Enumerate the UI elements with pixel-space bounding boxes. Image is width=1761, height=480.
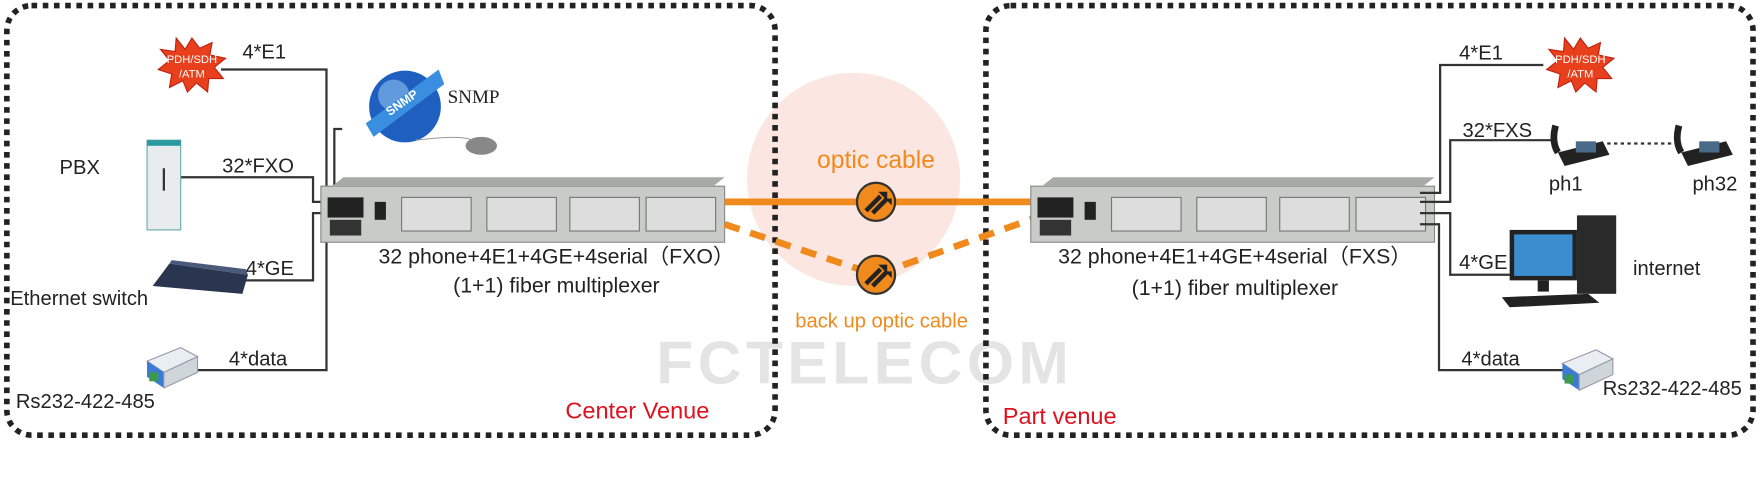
serial-label: Rs232-422-485 [16,391,155,413]
snmp-label: SNMP [448,87,500,108]
part-fxs-wire [1419,139,1555,203]
backup-optic-cable-line [723,215,1035,279]
part-data-wire [1419,223,1566,372]
ge-label: 4*GE [246,258,294,280]
watermark-logo [747,72,961,286]
part-mux-caption-2: (1+1) fiber multiplexer [1132,276,1339,300]
snmp-globe-icon: SNMP [365,69,497,155]
fxo-wire [180,176,340,203]
svg-text:/ATM: /ATM [1567,68,1593,80]
snmp-wire [333,127,343,188]
svg-text:PDH/SDH: PDH/SDH [1555,54,1605,66]
ethernet-switch-label: Ethernet switch [10,288,148,310]
part-ge-wire [1419,211,1516,276]
fxo-label: 32*FXO [222,156,294,178]
ph32-label: ph32 [1692,174,1737,196]
part-venue-label: Part venue [1003,403,1117,429]
center-mux-caption-1: 32 phone+4E1+4GE+4serial（FXO） [379,245,735,269]
internet-label: internet [1633,258,1701,280]
pbx-label: PBX [60,157,101,179]
computer-icon [1501,215,1617,308]
part-serial-label: Rs232-422-485 [1603,378,1742,400]
part-mux-caption-1: 32 phone+4E1+4GE+4serial（FXS） [1058,245,1411,269]
optic-cable-label: optic cable [817,147,935,174]
part-e1-wire [1419,63,1544,195]
phone-ph32-icon [1677,126,1733,166]
pbx-cabinet-icon [146,139,182,231]
data-label: 4*data [229,349,288,371]
center-venue-box [4,2,778,438]
center-mux-caption-2: (1+1) fiber multiplexer [453,274,660,298]
center-venue-label: Center Venue [565,397,709,423]
watermark-text: FCTELECOM [656,329,1073,397]
part-ge-label: 4*GE [1459,252,1507,274]
part-data-label: 4*data [1461,349,1520,371]
part-venue-box [983,2,1756,438]
ethernet-switch-icon [152,260,248,294]
phone-ph1-icon [1554,126,1610,166]
optic-cable-icon [857,183,895,221]
backup-cable-icon [857,256,895,294]
e1-label: 4*E1 [242,41,286,63]
center-fiber-multiplexer [320,176,726,243]
ph1-label: ph1 [1549,174,1583,196]
backup-cable-label: back up optic cable [795,310,968,332]
part-fiber-multiplexer [1030,176,1436,243]
pdh-sdh-atm-icon: PDH/SDH /ATM [157,37,227,93]
part-pdh-sdh-atm-icon: PDH/SDH /ATM [1546,37,1615,93]
fxs-label: 32*FXS [1463,120,1533,142]
svg-text:PDH/SDH: PDH/SDH [167,54,217,66]
svg-text:/ATM: /ATM [179,68,205,80]
part-e1-label: 4*E1 [1459,42,1503,64]
serial-converter-icon [146,347,199,389]
